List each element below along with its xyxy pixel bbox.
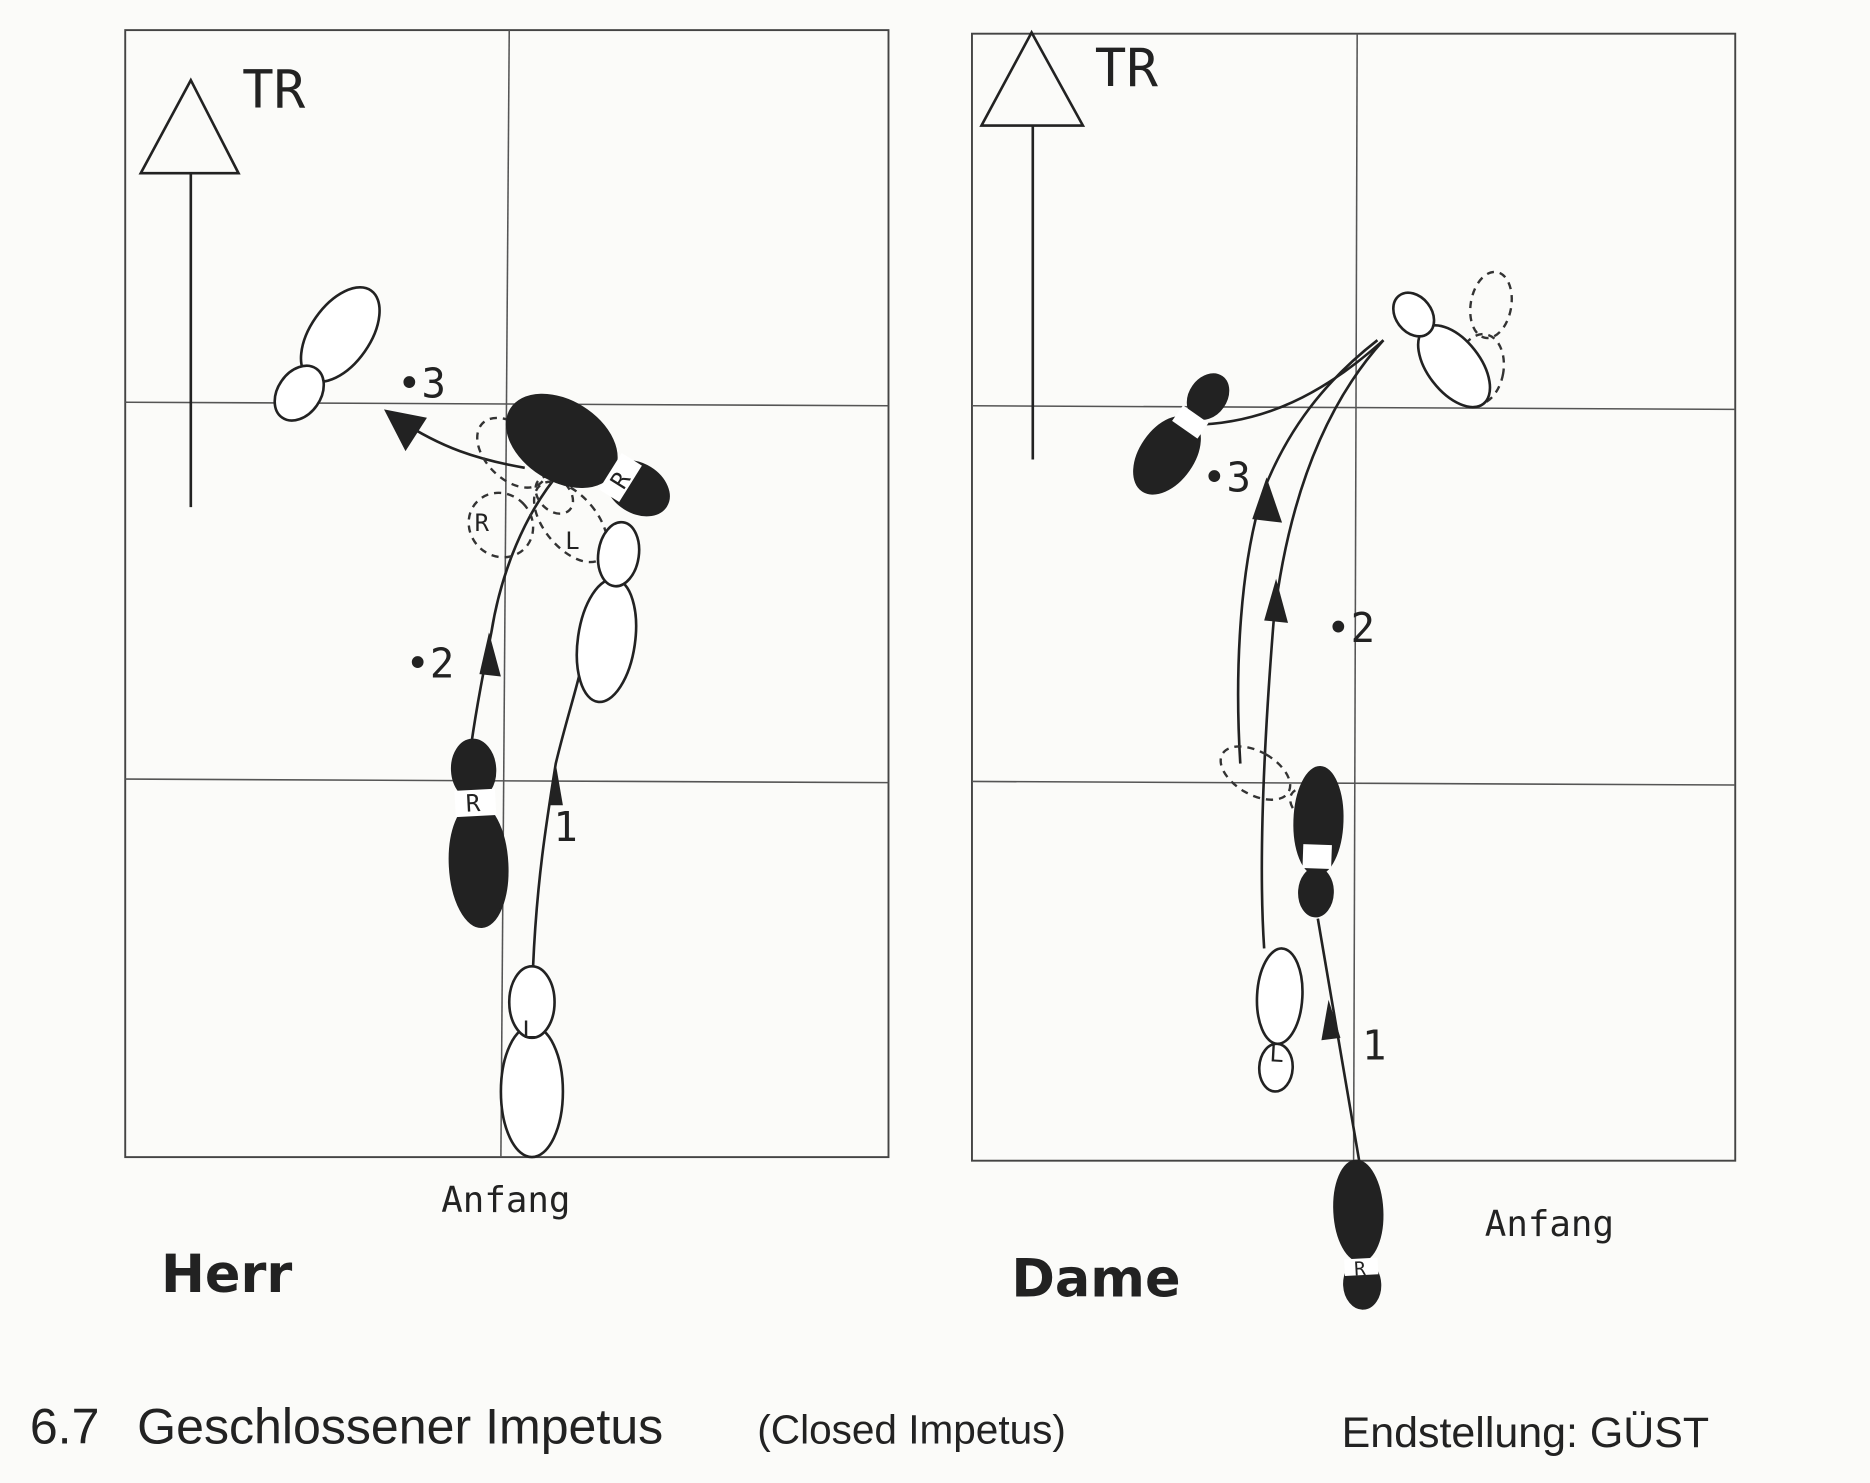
start-label: Anfang [1485, 1204, 1614, 1245]
panel-dame: TR R L [971, 29, 1737, 1310]
direction-label: TR [1095, 38, 1159, 99]
step-number-3: •3 [397, 359, 446, 407]
foot-label: R [475, 509, 490, 537]
svg-text:R: R [1354, 1258, 1367, 1281]
foot-start-right-black: R [1333, 1159, 1384, 1310]
end-position: Endstellung: GÜST [1342, 1409, 1709, 1457]
foot-white [575, 520, 641, 704]
grid-line [1352, 33, 1358, 1161]
panel-herr: TR R L L R [124, 29, 890, 1305]
grid-line [500, 30, 511, 1158]
step-path [1192, 339, 1385, 427]
step-arrow-icon [548, 763, 563, 806]
foot-black [1293, 765, 1344, 918]
foot-black-end [1133, 373, 1230, 495]
grid-line [971, 780, 1736, 786]
step-number-1: 1 [1362, 1021, 1386, 1069]
panel-title-herr: Herr [161, 1244, 292, 1305]
foot-white-end [1392, 291, 1492, 409]
svg-text:L: L [522, 1016, 536, 1044]
direction-arrow-icon [979, 29, 1086, 460]
grid-line [125, 401, 889, 407]
step-path [1316, 918, 1361, 1164]
caption-number: 6.7 [30, 1398, 100, 1454]
step-number-2: •2 [405, 640, 454, 688]
foot-start-left: L [499, 964, 565, 1159]
grid-line [125, 778, 889, 784]
step-arrow-icon [479, 632, 501, 677]
foot-white-end [273, 286, 381, 422]
foot-label: L [565, 527, 579, 555]
step-path [469, 470, 562, 746]
step-arrow-icon [384, 409, 427, 452]
step-arrow-icon [1252, 477, 1283, 523]
step-number-1: 1 [553, 803, 577, 851]
step-arrow-icon [1264, 578, 1289, 623]
start-label: Anfang [441, 1180, 570, 1221]
foot-right-black: R [505, 393, 670, 517]
step-number-2: •2 [1326, 604, 1375, 652]
caption-title: Geschlossener Impetus [137, 1398, 663, 1454]
step-number-3: •3 [1202, 454, 1251, 502]
foot-right-black: R [448, 738, 509, 929]
step-arrow-icon [1321, 999, 1341, 1041]
grid-frame [124, 29, 890, 1159]
panel-title-dame: Dame [1011, 1249, 1180, 1310]
svg-text:L: L [1269, 1039, 1285, 1068]
direction-arrow-icon [138, 77, 241, 508]
foot-left-white: L [1255, 947, 1304, 1093]
svg-text:R: R [465, 789, 481, 818]
foot-outline-dashed [467, 491, 535, 559]
caption-subtitle: (Closed Impetus) [757, 1406, 1066, 1452]
direction-label: TR [242, 60, 306, 121]
grid-line [971, 405, 1736, 411]
